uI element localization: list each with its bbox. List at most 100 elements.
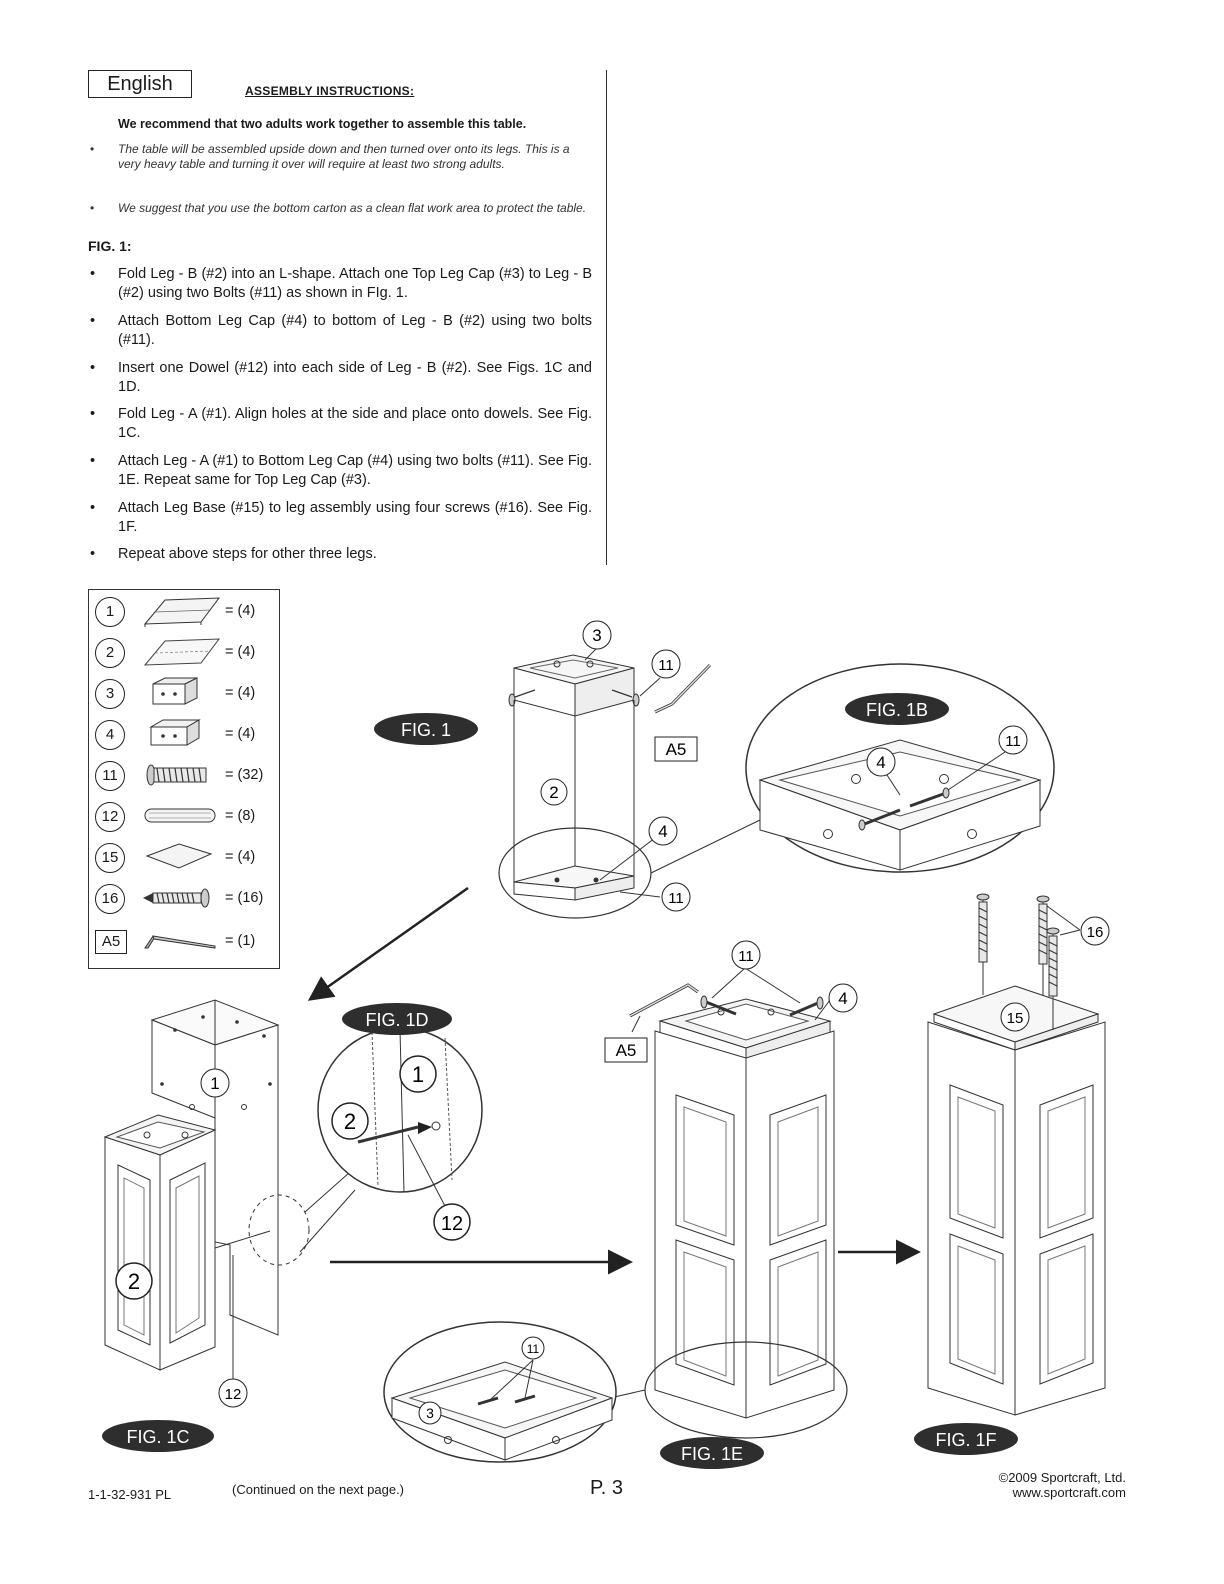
part-number: 12 [95, 802, 125, 832]
callout-11: 11 [658, 657, 674, 674]
callout-2: 2 [549, 783, 558, 802]
callout-11: 11 [668, 890, 684, 907]
callout-2: 2 [128, 1269, 140, 1294]
document-code: 1-1-32-931 PL [88, 1487, 172, 1502]
callout-2: 2 [344, 1109, 356, 1134]
callout-12: 12 [441, 1213, 463, 1235]
fig1-label: FIG. 1 [401, 720, 451, 740]
recommendation-text: We recommend that two adults work togeth… [118, 117, 527, 131]
note-text: We suggest that you use the bottom carto… [118, 201, 587, 215]
website: www.sportcraft.com [1012, 1485, 1126, 1500]
callout-16: 16 [1087, 924, 1104, 941]
part-quantity: = (4) [225, 726, 256, 742]
note-item: • We suggest that you use the bottom car… [90, 201, 590, 216]
callout-a5: A5 [616, 1041, 637, 1060]
leg-base-icon [145, 843, 213, 869]
bullet: • [90, 546, 96, 562]
fig1d-label: FIG. 1D [365, 1010, 428, 1030]
part-number: 3 [95, 679, 125, 709]
part-number: 1 [95, 597, 125, 627]
callout-4: 4 [876, 753, 885, 772]
step-item: •Repeat above steps for other three legs… [90, 545, 592, 564]
bullet: • [90, 453, 96, 469]
callout-1: 1 [412, 1062, 424, 1087]
hex-key-icon [144, 935, 216, 949]
note-text: The table will be assembled upside down … [118, 142, 570, 171]
figure-labels: FIG. 1 FIG. 1B FIG. 1D FIG. 1C FIG. 1E F… [102, 693, 1018, 1469]
panel-icon [143, 597, 221, 627]
part-row: A5 = (1) [89, 924, 279, 962]
part-number: 4 [95, 720, 125, 750]
fig1d-diagram [317, 1027, 483, 1209]
step-item: • Attach Bottom Leg Cap (#4) to bottom of… [90, 312, 592, 350]
part-quantity: = (8) [225, 808, 256, 824]
copyright: ©2009 Sportcraft, Ltd. [998, 1470, 1126, 1485]
page-title: ASSEMBLY INSTRUCTIONS: [245, 84, 415, 98]
step-text: Fold Leg - A (#1). Align holes at the si… [118, 406, 592, 441]
callout-4: 4 [838, 989, 847, 1008]
bullet: • [90, 266, 96, 282]
fig1f-label: FIG. 1F [935, 1430, 996, 1450]
callout-a5: A5 [666, 740, 687, 759]
step-text: Attach Leg - A (#1) to Bottom Leg Cap (#… [118, 453, 592, 488]
step-item: • Attach Leg - A (#1) to Bottom Leg Cap (… [90, 452, 592, 490]
bullet: • [90, 360, 96, 376]
part-row: 4 = (4) [89, 717, 279, 755]
column-divider [606, 70, 607, 565]
part-quantity: = (4) [225, 849, 256, 865]
bullet: • [90, 313, 96, 329]
callout-11: 11 [527, 1342, 540, 1356]
continued-note: (Continued on the next page.) [232, 1482, 405, 1497]
part-number: A5 [95, 930, 127, 954]
panel-icon [143, 638, 221, 666]
step-item: • Fold Leg - A (#1). Align holes at the s… [90, 405, 592, 443]
fig1-heading: FIG. 1: [88, 238, 132, 254]
fig1e-diagram [609, 967, 848, 1439]
bullet: • [90, 142, 95, 156]
fig1e-label: FIG. 1E [681, 1444, 743, 1464]
part-quantity: = (4) [225, 644, 256, 660]
bullet: • [90, 406, 96, 422]
callouts: 3 11 A5 2 4 11 4 11 1 2 12 1 2 12 11 4 A… [115, 620, 1110, 1425]
part-row: 15 = (4) [89, 840, 279, 878]
callout-12: 12 [225, 1386, 242, 1403]
note-item: • The table will be assembled upside dow… [90, 142, 590, 172]
step-text: Attach Bottom Leg Cap (#4) to bottom of … [118, 313, 592, 348]
part-row: 16 = (16) [89, 881, 279, 919]
part-number: 15 [95, 843, 125, 873]
part-row: 2 = (4) [89, 635, 279, 673]
part-number: 2 [95, 638, 125, 668]
part-row: 12 = (8) [89, 799, 279, 837]
part-row: 11 = (32) [89, 758, 279, 796]
callout-3: 3 [426, 1405, 434, 1421]
part-quantity: = (1) [225, 933, 256, 949]
bullet: • [90, 201, 95, 215]
fig1e-detail-diagram [383, 1321, 617, 1463]
leg-cap-icon [152, 677, 198, 705]
fig1-diagram [498, 647, 761, 919]
callout-11: 11 [1005, 733, 1021, 750]
page-number: P. 3 [590, 1477, 623, 1499]
step-item: • Fold Leg - B (#2) into an L-shape. Atta… [90, 265, 592, 303]
callout-3: 3 [592, 626, 601, 645]
part-quantity: = (4) [225, 685, 256, 701]
callout-11: 11 [738, 948, 754, 965]
part-quantity: = (4) [225, 603, 256, 619]
language-label: English [88, 70, 192, 98]
parts-list: 1 = (4) 2 = (4) 3 = (4) 4 [88, 589, 280, 969]
fig1b-diagram [745, 663, 1055, 873]
part-quantity: = (16) [225, 890, 264, 906]
screw-icon [143, 888, 210, 908]
fig1b-label: FIG. 1B [866, 700, 928, 720]
part-row: 1 = (4) [89, 594, 279, 632]
part-row: 3 = (4) [89, 676, 279, 714]
callout-4: 4 [658, 822, 667, 841]
fig1c-label: FIG. 1C [126, 1427, 189, 1447]
fig1f-diagram [927, 893, 1106, 1416]
part-number: 16 [95, 884, 125, 914]
part-number: 11 [95, 761, 125, 791]
bolt-icon [146, 764, 207, 786]
callout-1: 1 [210, 1074, 219, 1093]
step-text: Fold Leg - B (#2) into an L-shape. Attac… [118, 266, 592, 301]
